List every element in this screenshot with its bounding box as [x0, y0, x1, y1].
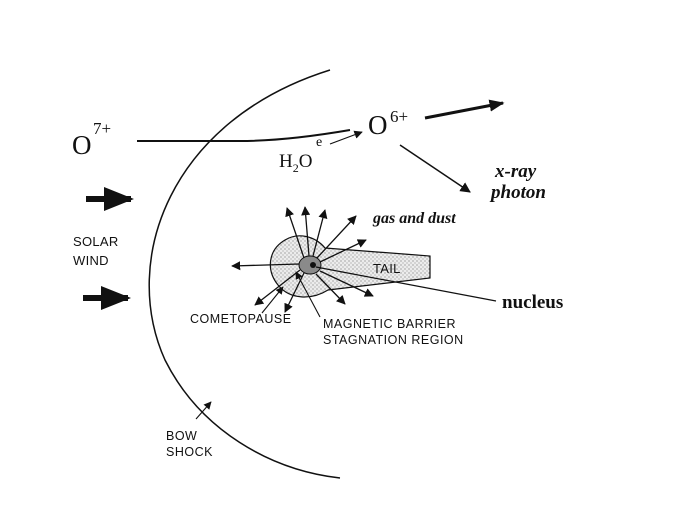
ion-o7-charge: 7+	[93, 119, 111, 138]
solar-wind-label-line2: WIND	[73, 253, 109, 268]
electron-transfer-arrow	[329, 130, 363, 145]
tail-label: TAIL	[373, 261, 401, 276]
water-molecule-label: H2O	[279, 151, 312, 175]
cometopause-arrow	[261, 286, 284, 314]
bow-shock-label-line1: BOW	[166, 429, 197, 443]
bow-shock-label-line2: SHOCK	[166, 445, 213, 459]
bow-shock-arrow	[195, 401, 212, 420]
cometopause-label: COMETOPAUSE	[190, 312, 292, 326]
ion-exit-arrow	[424, 99, 505, 120]
ion-o6-label: O	[368, 110, 388, 140]
nucleus-pointer-line	[315, 266, 497, 302]
ion-o6-charge: 6+	[390, 107, 408, 126]
nucleus-label: nucleus	[502, 292, 563, 313]
bow-shock-curve	[148, 69, 341, 479]
magnetic-barrier-label: MAGNETIC BARRIER	[323, 317, 456, 331]
magnetic-barrier-arrow	[295, 271, 321, 318]
stagnation-region-label: STAGNATION REGION	[323, 333, 464, 347]
ion-trajectory-line	[137, 129, 351, 142]
gas-and-dust-label: gas and dust	[372, 210, 456, 227]
ion-o7-label: O	[72, 130, 92, 160]
comet-coma-and-tail	[269, 235, 431, 298]
xray-label-line1: x-ray	[494, 161, 537, 182]
xray-label-line2: photon	[489, 182, 546, 203]
xray-photon-arrow	[399, 144, 471, 193]
electron-label: e	[316, 135, 322, 150]
comet-nucleus-core	[310, 262, 316, 268]
solar-wind-label-line1: SOLAR	[73, 234, 119, 249]
